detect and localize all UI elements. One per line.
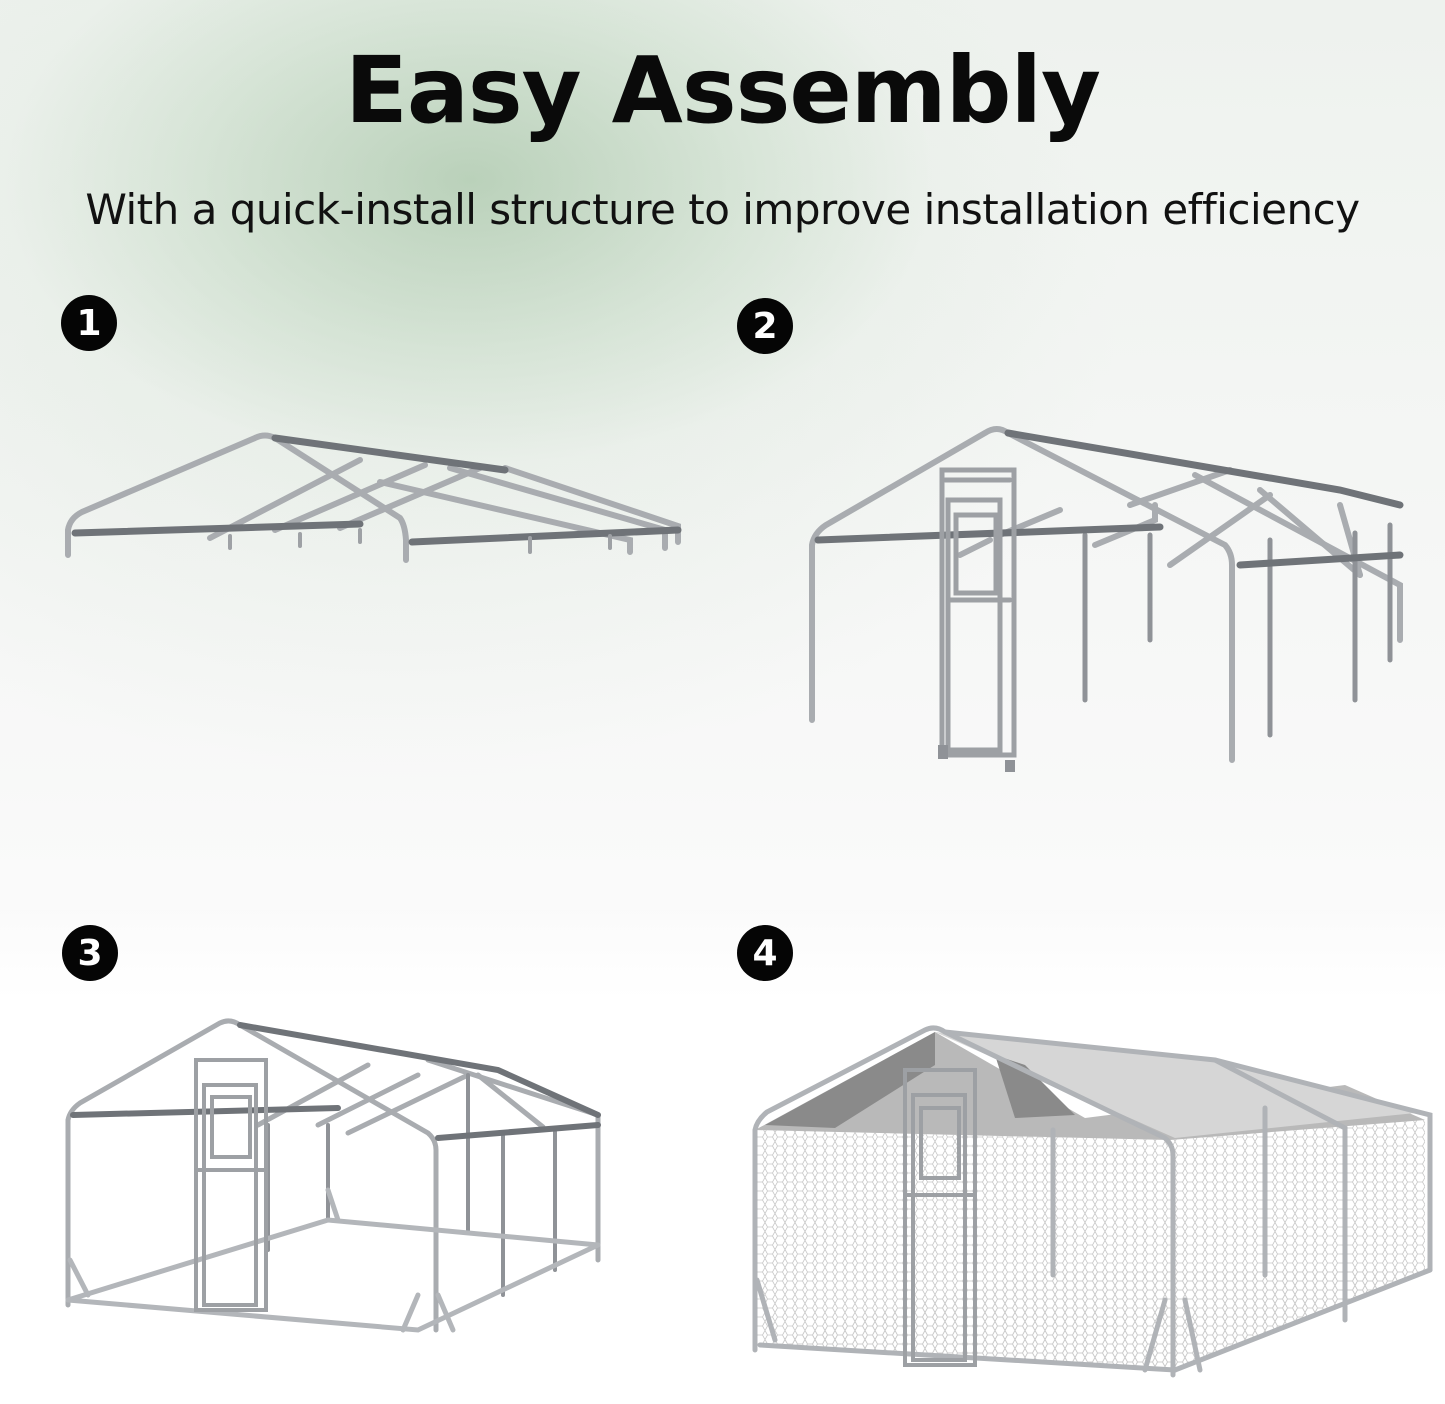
step-1-badge: 1 (61, 295, 117, 351)
page-subtitle: With a quick-install structure to improv… (85, 185, 1360, 234)
step-4-badge: 4 (737, 925, 793, 981)
step-number: 1 (76, 302, 102, 344)
step-number: 2 (752, 305, 778, 347)
step-number: 3 (77, 932, 103, 974)
step-1-illustration-roof-frame (50, 420, 690, 570)
page-title: Easy Assembly (344, 37, 1101, 144)
step-4-illustration-completed-coop (745, 1020, 1435, 1385)
step-number: 4 (752, 932, 778, 974)
step-2-badge: 2 (737, 298, 793, 354)
step-3-illustration-full-frame (58, 1015, 618, 1335)
step-3-badge: 3 (62, 925, 118, 981)
step-2-illustration-frame-with-legs (800, 415, 1420, 775)
